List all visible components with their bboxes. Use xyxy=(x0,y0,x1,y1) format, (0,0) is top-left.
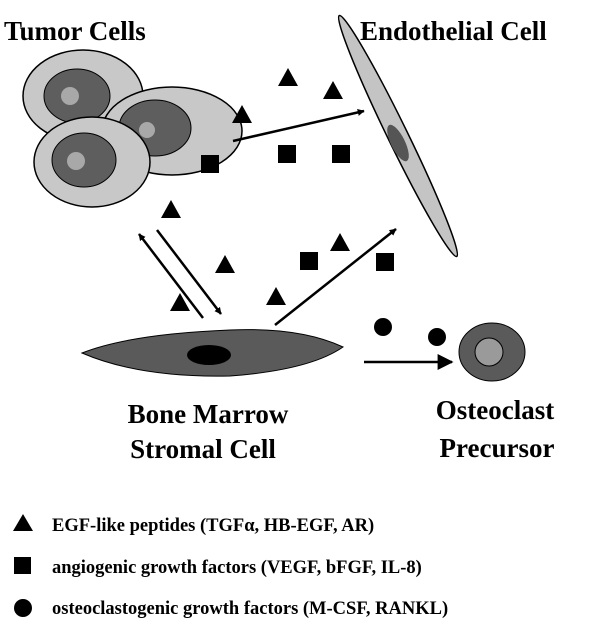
angiogenic-square-marker xyxy=(201,155,219,173)
stromal-cell xyxy=(80,329,344,377)
tumor-cell-bottom xyxy=(33,116,151,208)
egf-triangle-marker xyxy=(278,68,298,86)
endothelial-cell-label: Endothelial Cell xyxy=(360,16,547,46)
arrows xyxy=(138,108,454,370)
osteoclast-precursor-cell xyxy=(458,322,526,382)
growth-factor-markers xyxy=(161,68,446,346)
arrow-stromal-to-tumor xyxy=(138,233,204,319)
osteoclastogenic-circle-marker xyxy=(374,318,392,336)
angiogenic-square-marker xyxy=(300,252,318,270)
egf-triangle-marker xyxy=(215,255,235,273)
tumor-cells-cluster xyxy=(22,49,243,208)
legend-triangle-icon xyxy=(13,514,33,531)
osteoclast-label-line1: Osteoclast xyxy=(436,395,554,425)
angiogenic-square-marker xyxy=(332,145,350,163)
egf-triangle-marker xyxy=(330,233,350,251)
legend-item-angiogenic: angiogenic growth factors (VEGF, bFGF, I… xyxy=(52,558,422,578)
stromal-cell-label-line2: Stromal Cell xyxy=(130,434,276,464)
egf-triangle-marker xyxy=(232,105,252,123)
legend-item-egf: EGF-like peptides (TGFα, HB-EGF, AR) xyxy=(52,516,374,536)
arrow-tumor-to-stromal xyxy=(156,229,222,315)
egf-triangle-marker xyxy=(323,81,343,99)
tumor-cells-label: Tumor Cells xyxy=(4,16,146,46)
angiogenic-square-marker xyxy=(376,253,394,271)
stromal-cell-label-line1: Bone Marrow xyxy=(128,399,289,429)
legend: EGF-like peptides (TGFα, HB-EGF, AR) ang… xyxy=(13,514,448,619)
egf-triangle-marker xyxy=(170,293,190,311)
egf-triangle-marker xyxy=(266,287,286,305)
arrow-stromal-to-endothelial xyxy=(274,228,397,326)
legend-square-icon xyxy=(14,557,31,574)
legend-circle-icon xyxy=(14,599,32,617)
osteoclast-label-line2: Precursor xyxy=(440,433,555,463)
endothelial-cell xyxy=(337,14,459,258)
tumor-cell-top-left xyxy=(22,49,144,143)
angiogenic-square-marker xyxy=(278,145,296,163)
legend-item-osteoclastogenic: osteoclastogenic growth factors (M-CSF, … xyxy=(52,599,448,619)
egf-triangle-marker xyxy=(161,200,181,218)
osteoclastogenic-circle-marker xyxy=(428,328,446,346)
arrow-tumor-to-endothelial xyxy=(232,108,365,143)
